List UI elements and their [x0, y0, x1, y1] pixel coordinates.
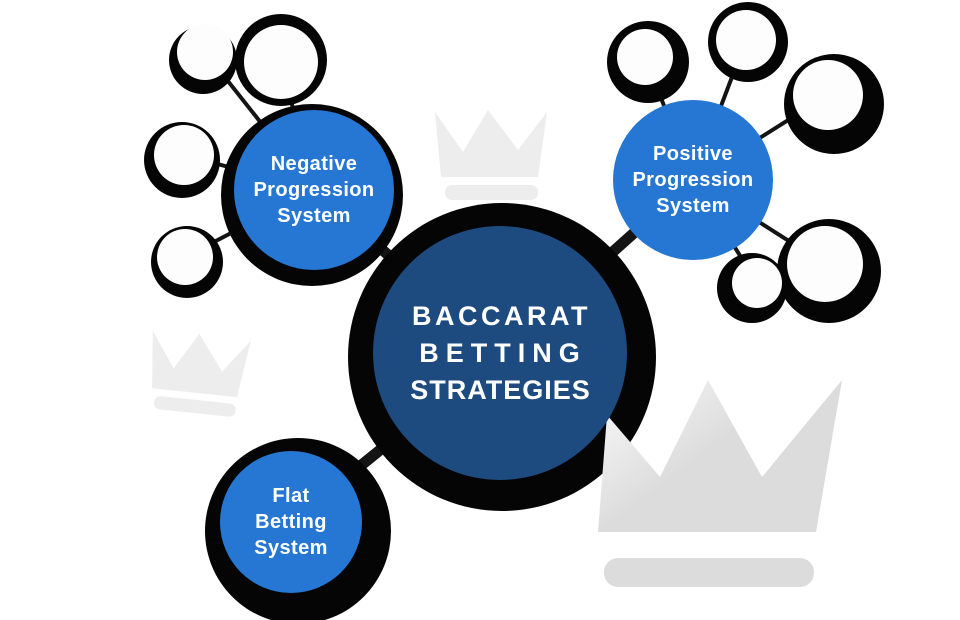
bubble-circle	[716, 10, 776, 70]
bubble-circle	[732, 258, 782, 308]
center-label-line-3: STRATEGIES	[410, 374, 591, 405]
bubble-circle	[244, 25, 318, 99]
center-label-line-1: BACCARAT	[412, 300, 591, 331]
negative-label-line-2: Progression	[253, 179, 375, 201]
negative-progression-node: Negative Progression System	[234, 110, 394, 270]
negative-label-line-3: System	[277, 205, 351, 227]
negative-label-line-1: Negative	[270, 153, 358, 175]
bubble-circle	[617, 29, 673, 85]
flat-label-line-3: System	[254, 537, 328, 559]
flat-betting-node: Flat Betting System	[220, 451, 362, 593]
bubble-circles	[154, 10, 863, 308]
bubble-circle	[177, 24, 233, 80]
positive-label-line-3: System	[656, 195, 730, 217]
bubble-circle	[154, 125, 214, 185]
bubble-circle	[793, 60, 863, 130]
bubble-circle	[787, 226, 863, 302]
crown-body	[598, 380, 842, 532]
positive-label-line-2: Progression	[632, 169, 754, 191]
flat-label-line-1: Flat	[272, 485, 310, 507]
crown-icon	[598, 380, 842, 587]
bubble-circle	[157, 229, 213, 285]
crown-base	[604, 558, 814, 587]
crown-icon	[144, 329, 252, 419]
positive-progression-node: Positive Progression System	[613, 100, 773, 260]
flat-label-line-2: Betting	[255, 511, 327, 533]
center-label-line-2: BETTING	[419, 337, 587, 368]
crown-icon	[435, 110, 547, 200]
positive-label-line-1: Positive	[653, 143, 733, 165]
central-node-baccarat-betting-strategies: BACCARAT BETTING STRATEGIES	[373, 226, 627, 480]
